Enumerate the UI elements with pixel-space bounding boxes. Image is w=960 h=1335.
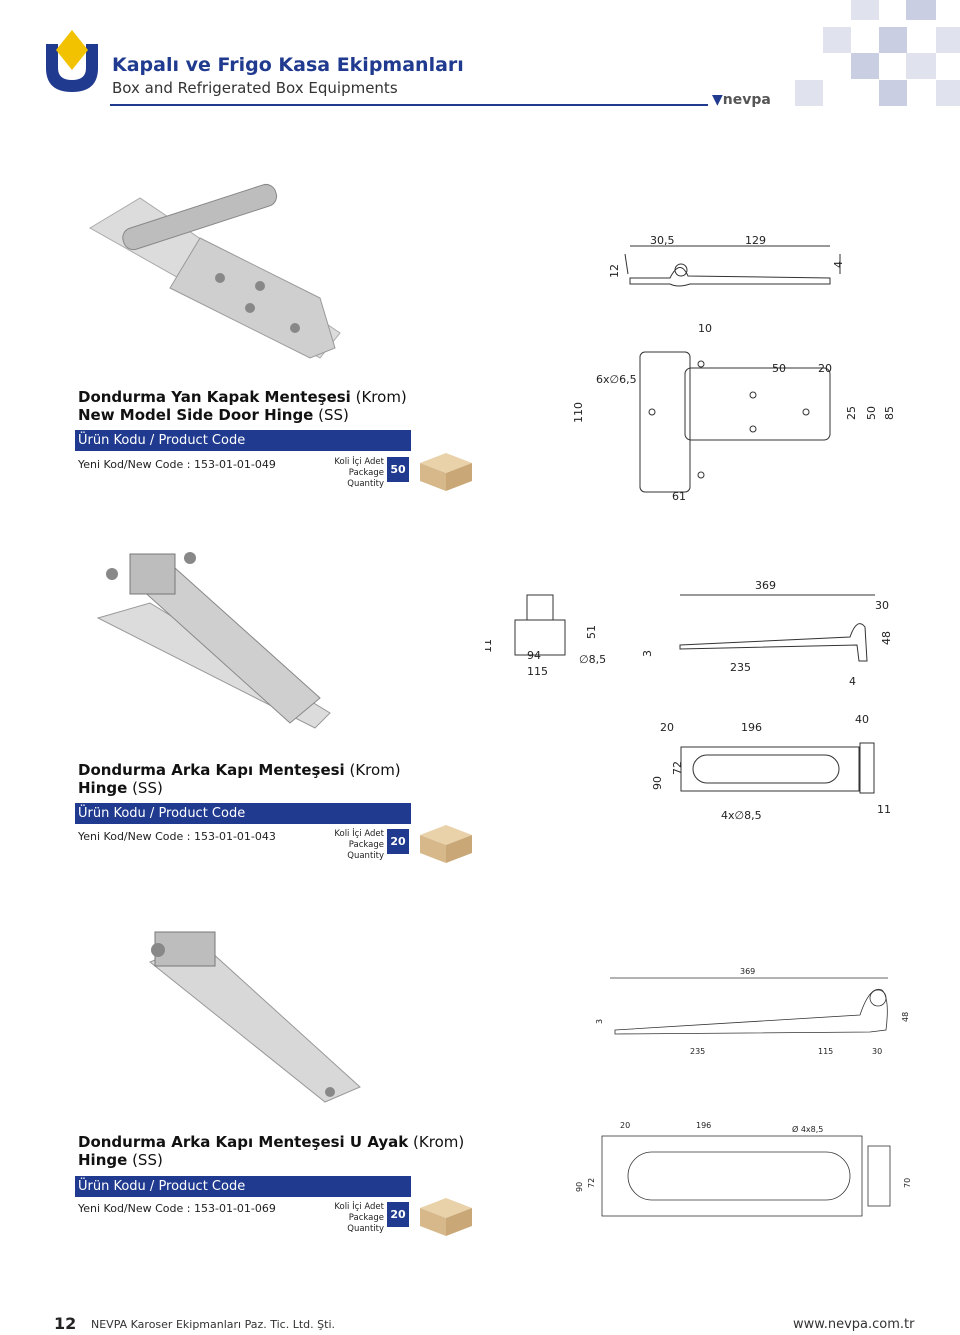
dim-label: 25 <box>845 406 858 420</box>
dim-label: 115 <box>818 1047 833 1056</box>
dim-label: 72 <box>671 761 684 775</box>
dim-label: 50 <box>772 362 786 375</box>
product-photo <box>149 931 361 1103</box>
dim-label: 6x∅6,5 <box>596 373 637 386</box>
page-number: 12 <box>54 1314 77 1333</box>
dim-label: 48 <box>880 631 893 645</box>
dim-label: 4 <box>849 675 856 688</box>
dim-label: 196 <box>696 1121 711 1130</box>
package-quantity: 20 <box>387 1202 409 1227</box>
dim-label: 3 <box>641 650 654 657</box>
dim-label: 115 <box>527 665 548 678</box>
page-title: Kapalı ve Frigo Kasa Ekipmanları <box>112 54 464 76</box>
dim-label: 20 <box>818 362 832 375</box>
dim-label: 20 <box>660 721 674 734</box>
product-code-bar: Ürün Kodu / Product Code <box>75 430 411 451</box>
dim-label: 369 <box>755 579 776 592</box>
company-name: NEVPA Karoser Ekipmanları Paz. Tic. Ltd.… <box>91 1318 335 1331</box>
dim-label: 90 <box>575 1182 584 1192</box>
dim-label: 196 <box>741 721 762 734</box>
dim-label: 40 <box>855 713 869 726</box>
dim-label: 94 <box>527 649 541 662</box>
brand-mark-icon: ▼ <box>712 92 723 108</box>
package-box-icon <box>420 453 472 491</box>
header-rule <box>110 104 708 106</box>
dim-label: 85 <box>883 406 896 420</box>
package-quantity: 20 <box>387 829 409 854</box>
dim-label: 70 <box>903 1178 912 1188</box>
dim-label: 50 <box>865 406 878 420</box>
dim-label: 51 <box>585 625 598 639</box>
dim-label: 48 <box>901 1012 910 1022</box>
product-code: Yeni Kod/New Code : 153-01-01-069 <box>78 1202 276 1215</box>
product-title-en: New Model Side Door Hinge (SS) <box>78 406 349 424</box>
brand-name: nevpa <box>722 92 771 108</box>
product-title-en: Hinge (SS) <box>78 1151 163 1169</box>
dim-label: 72 <box>587 1178 596 1188</box>
dim-label: 30 <box>875 599 889 612</box>
dim-label: 4x∅8,5 <box>721 809 762 822</box>
technical-drawing: 369 3 48 235 115 30 20 196 Ø 4x8,5 90 72… <box>575 967 912 1217</box>
package-box-icon <box>420 1198 472 1236</box>
product-photo <box>89 183 341 359</box>
dim-label: 61 <box>672 490 686 503</box>
dim-label: Ø 4x8,5 <box>792 1124 823 1134</box>
brand-logo: ▼nevpa <box>712 92 771 108</box>
product-title-tr: Dondurma Arka Kapı Menteşesi U Ayak (Kro… <box>78 1133 465 1151</box>
product-title-en: Hinge (SS) <box>78 779 163 797</box>
dim-label: 129 <box>745 234 766 247</box>
product-title-tr: Dondurma Yan Kapak Menteşesi (Krom) <box>78 388 407 406</box>
website-link[interactable]: www.nevpa.com.tr <box>793 1317 915 1332</box>
dim-label: 11 <box>877 803 891 816</box>
page-subtitle: Box and Refrigerated Box Equipments <box>112 79 398 97</box>
product-code: Yeni Kod/New Code : 153-01-01-049 <box>78 458 276 471</box>
dim-label: 235 <box>730 661 751 674</box>
logo <box>46 30 98 92</box>
package-box-icon <box>420 825 472 863</box>
dim-label: 110 <box>572 402 585 423</box>
technical-drawing: 30,5 129 12 4 10 6x∅6,5 50 20 110 25 50 … <box>572 234 896 503</box>
product-title-tr: Dondurma Arka Kapı Menteşesi (Krom) <box>78 761 401 779</box>
product-code: Yeni Kod/New Code : 153-01-01-043 <box>78 830 276 843</box>
dim-label: 90 <box>651 776 664 790</box>
product-photo <box>96 552 331 729</box>
dim-label: 10 <box>698 322 712 335</box>
dim-label: 20 <box>620 1121 630 1130</box>
dim-label: ∅8,5 <box>579 653 606 666</box>
dim-label: 369 <box>740 967 755 976</box>
dim-label: 4 <box>832 261 845 268</box>
dim-label: 30 <box>872 1047 882 1056</box>
dim-label: 11 <box>485 639 494 653</box>
dim-label: 235 <box>690 1047 705 1056</box>
technical-drawing: 11 51 94 115 ∅8,5 369 30 3 235 48 4 20 1… <box>485 579 893 822</box>
dim-label: 12 <box>608 264 621 278</box>
product-code-bar: Ürün Kodu / Product Code <box>75 803 411 824</box>
dim-label: 3 <box>595 1019 604 1024</box>
product-code-bar: Ürün Kodu / Product Code <box>75 1176 411 1197</box>
dim-label: 30,5 <box>650 234 675 247</box>
package-quantity: 50 <box>387 457 409 482</box>
